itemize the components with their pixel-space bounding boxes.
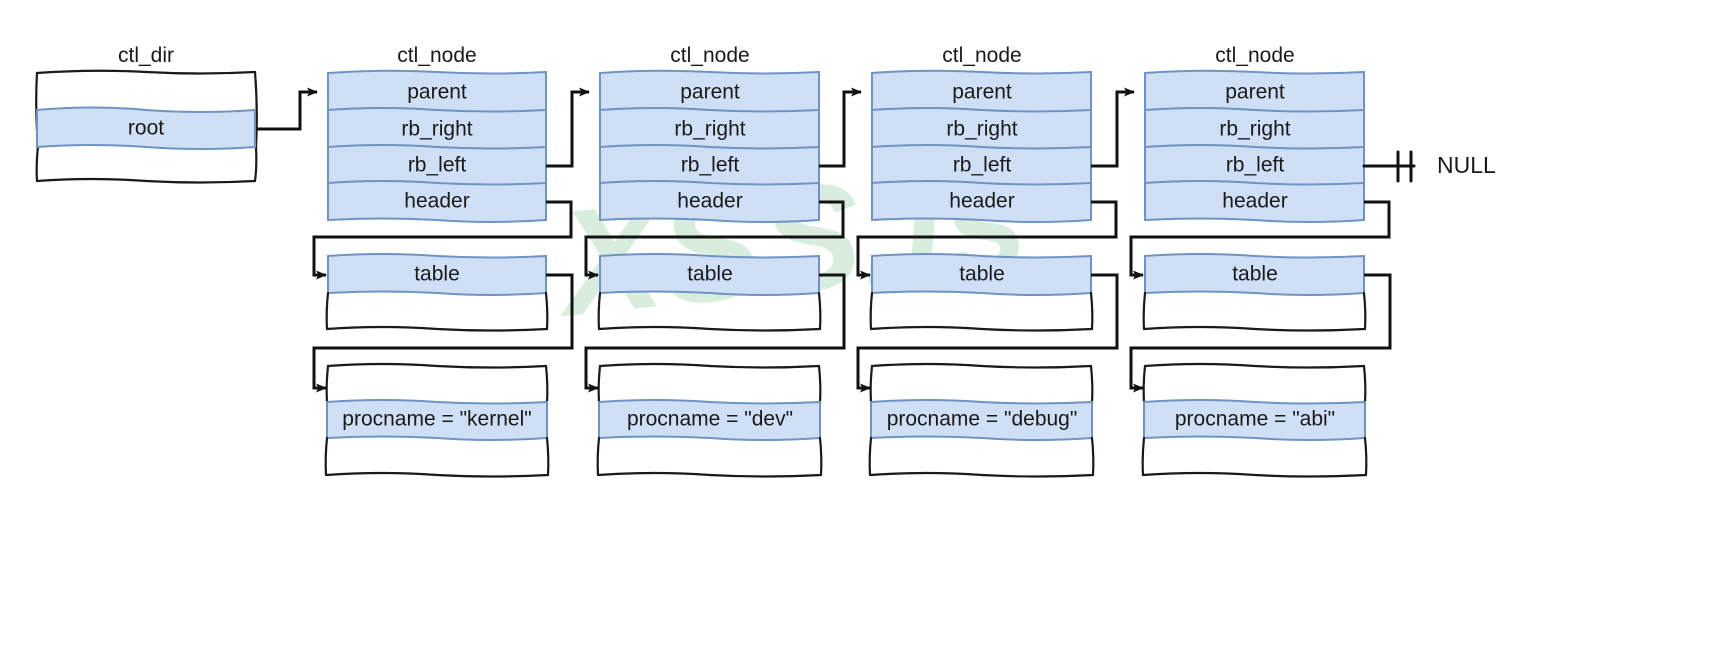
connector-node3-rbleft-to-node4 <box>1091 87 1135 168</box>
ctl-table-4-row-table-label: table <box>1232 263 1278 286</box>
ctl-node-4-row-rb-left: rb_left <box>1226 154 1285 177</box>
null-label: NULL <box>1437 152 1496 178</box>
ctl-node-2-row-rb-left: rb_left <box>681 154 740 177</box>
ctl-node-1: parent rb_right rb_left header <box>327 69 547 223</box>
ctl-table-entry-2: procname = "dev" <box>596 362 823 478</box>
connector-table1-to-entry1 <box>312 273 574 393</box>
ctl-node-1-row-parent: parent <box>407 81 467 104</box>
ctl-table-entry-3: procname = "debug" <box>868 362 1095 478</box>
ctl-table-2-row-table-label: table <box>687 263 733 286</box>
ctl-node-4: parent rb_right rb_left header <box>1144 69 1365 223</box>
caption-ctl-node-4: ctl_node <box>1215 44 1294 67</box>
ctl-table-entry-4-procname-label: procname = "abi" <box>1175 408 1335 431</box>
ctl-table-entry-1: procname = "kernel" <box>324 362 550 478</box>
ctl-dir-struct: root <box>35 69 258 184</box>
ctl-dir-row-root-fill <box>36 106 256 150</box>
connector-header4-to-table4 <box>1129 200 1391 280</box>
ctl-node-1-row-header: header <box>404 190 469 213</box>
ctl-table-2: table <box>597 253 822 332</box>
ctl-node-3-row-header: header <box>949 190 1014 213</box>
ctl-node-2: parent rb_right rb_left header <box>599 69 820 223</box>
ctl-node-2-row-header: header <box>677 190 742 213</box>
ctl-table-entry-3-procname-label: procname = "debug" <box>887 408 1078 431</box>
ctl-table-entry-2-procname-label: procname = "dev" <box>627 408 793 431</box>
ctl-table-1-row-table-label: table <box>414 263 460 286</box>
connector-node2-rbleft-to-node3 <box>819 87 862 168</box>
ctl-table-3: table <box>869 253 1094 332</box>
ctl-node-4-row-parent: parent <box>1225 81 1285 104</box>
connector-node1-rbleft-to-node2 <box>546 87 590 168</box>
caption-ctl-node-1: ctl_node <box>397 44 476 67</box>
ctl-table-3-row-table-label: table <box>959 263 1005 286</box>
connector-table4-to-entry4 <box>1129 273 1392 393</box>
ctl-node-4-row-header: header <box>1222 190 1287 213</box>
ctl-node-3-row-parent: parent <box>952 81 1012 104</box>
ctl-table-entry-4: procname = "abi" <box>1141 362 1368 478</box>
ctl-table-entry-1-procname-label: procname = "kernel" <box>342 408 531 431</box>
connector-header3-to-table3 <box>856 200 1118 280</box>
ctl-node-2-row-rb-right: rb_right <box>674 118 745 141</box>
ctl-node-3-row-rb-left: rb_left <box>953 154 1012 177</box>
caption-ctl-node-2: ctl_node <box>670 44 749 67</box>
ctl-node-1-row-rb-right: rb_right <box>401 118 472 141</box>
ctl-table-4: table <box>1142 253 1367 332</box>
ctl-node-3: parent rb_right rb_left header <box>871 69 1092 223</box>
caption-ctl-dir: ctl_dir <box>118 44 174 67</box>
connector-table2-to-entry2 <box>584 273 846 393</box>
connector-table3-to-entry3 <box>856 273 1119 393</box>
ctl-node-3-row-rb-right: rb_right <box>946 118 1017 141</box>
caption-ctl-node-3: ctl_node <box>942 44 1021 67</box>
ctl-node-4-row-rb-right: rb_right <box>1219 118 1290 141</box>
connector-header2-to-table2 <box>584 200 845 280</box>
ctl-node-1-row-rb-left: rb_left <box>408 154 467 177</box>
ctl-dir-row-root-label: root <box>128 117 164 140</box>
connector-root-to-node1 <box>256 87 318 131</box>
connector-header1-to-table1 <box>312 200 573 280</box>
null-terminator: NULL <box>1362 150 1496 183</box>
ctl-node-2-row-parent: parent <box>680 81 740 104</box>
ctl-table-1: table <box>325 253 549 332</box>
